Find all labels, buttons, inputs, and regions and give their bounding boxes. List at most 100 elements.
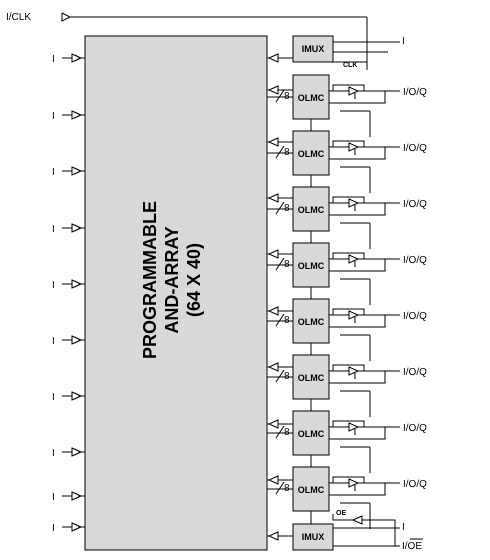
olmc-block <box>292 298 330 344</box>
bus-slash <box>275 369 285 383</box>
left-input-label: I <box>52 111 55 122</box>
output-buffer-icon <box>348 366 360 376</box>
bus-width-label: 8 <box>284 371 290 382</box>
pin-feedback-wire <box>329 427 386 440</box>
bus-slash <box>275 201 285 215</box>
feedback-buffer-icon <box>267 53 279 63</box>
buffer-tick-icon <box>74 392 81 400</box>
clk-label: CLK <box>343 62 357 69</box>
array-title-line2: AND-ARRAY <box>162 226 182 333</box>
io-pin-label: I/O/Q <box>403 255 427 266</box>
output-buffer-icon <box>348 86 360 96</box>
and-array-block <box>84 35 268 551</box>
output-buffer-icon <box>348 478 360 488</box>
bus-width-label: 8 <box>284 91 290 102</box>
left-input-label: I <box>52 167 55 178</box>
bus-width-label: 8 <box>284 315 290 326</box>
olmc-label: OLMC <box>298 429 325 439</box>
feedback-buffer-icon <box>267 85 279 95</box>
olmc-label: OLMC <box>298 261 325 271</box>
oe-loop-wire <box>332 84 365 91</box>
feedback-buffer-icon <box>267 475 279 485</box>
buffer-tick-icon <box>74 167 81 175</box>
oe-to-olmc-wire <box>332 514 353 521</box>
buffer-tick-icon <box>74 224 81 232</box>
bus-width-label: 8 <box>284 147 290 158</box>
and-array-title: PROGRAMMABLE AND-ARRAY (64 X 40) <box>140 201 204 359</box>
output-buffer-icon <box>348 422 360 432</box>
clock-input-label: I/CLK <box>6 12 31 23</box>
olmc-block <box>292 466 330 512</box>
clk-out-wire <box>333 61 368 70</box>
feedback-buffer-icon <box>267 249 279 259</box>
oe-loop-wire <box>332 308 365 315</box>
io-pin-label: I/O/Q <box>403 423 427 434</box>
left-input-label: I <box>52 448 55 459</box>
imux-bottom-input-label: I <box>402 522 405 533</box>
buffer-tick-icon <box>74 111 81 119</box>
pin-feedback-wire <box>329 259 386 272</box>
oe-loop-wire <box>332 364 365 371</box>
pin-feedback-wire <box>329 203 386 216</box>
buffer-tick-icon <box>74 523 81 531</box>
oe-loop-wire <box>332 252 365 259</box>
output-buffer-icon <box>348 254 360 264</box>
wiring <box>62 16 400 547</box>
bus-slash <box>275 313 285 327</box>
oe-loop-wire <box>332 420 365 427</box>
olmc-label: OLMC <box>298 317 325 327</box>
buffer-tick-icon <box>74 448 81 456</box>
oe-buffer-icon <box>351 515 363 525</box>
feedback-buffer-icon <box>267 137 279 147</box>
buffer-tick-icon <box>74 336 81 344</box>
array-title-line1: PROGRAMMABLE <box>140 201 160 359</box>
io-pin-label: I/O/Q <box>403 367 427 378</box>
olmc-block <box>292 410 330 456</box>
io-pin-label: I/O/Q <box>403 143 427 154</box>
imux-bottom-block <box>292 523 334 551</box>
pin-feedback-wire <box>329 483 386 496</box>
feedback-buffer-icon <box>267 193 279 203</box>
pin-feedback-wire <box>329 147 386 160</box>
feedback-buffer-icon <box>267 306 279 316</box>
left-input-label: I <box>52 523 55 534</box>
bus-width-label: 8 <box>284 203 290 214</box>
left-input-label: I <box>52 54 55 65</box>
oe-loop-wire <box>332 140 365 147</box>
io-pin-label: I/O/Q <box>403 479 427 490</box>
buffer-tick-icon <box>74 54 81 62</box>
oe-pin-label: I/OE <box>402 541 422 552</box>
bus-slash <box>275 145 285 159</box>
left-input-label: I <box>52 224 55 235</box>
bus-slash <box>275 425 285 439</box>
olmc-block <box>292 74 330 120</box>
olmc-block <box>292 186 330 232</box>
output-buffer-icon <box>348 142 360 152</box>
olmc-label: OLMC <box>298 373 325 383</box>
left-input-label: I <box>52 492 55 503</box>
buffer-tick-icon <box>74 492 81 500</box>
output-buffer-icon <box>348 198 360 208</box>
left-input-label: I <box>52 280 55 291</box>
olmc-block <box>292 354 330 400</box>
feedback-buffer-icon <box>267 419 279 429</box>
bus-slash <box>275 257 285 271</box>
imux-top-label: IMUX <box>302 44 325 54</box>
olmc-block <box>292 242 330 288</box>
oe-label: OE <box>336 510 346 517</box>
clock-input-arrow-icon <box>61 12 72 22</box>
olmc-label: OLMC <box>298 205 325 215</box>
io-pin-label: I/O/Q <box>403 199 427 210</box>
bus-slash <box>275 89 285 103</box>
bus-slash <box>275 481 285 495</box>
oe-loop-wire <box>332 196 365 203</box>
pin-feedback-wire <box>329 371 386 384</box>
olmc-label: OLMC <box>298 93 325 103</box>
array-title-line3: (64 X 40) <box>184 243 204 317</box>
output-buffer-icon <box>348 310 360 320</box>
feedback-buffer-icon <box>267 531 279 541</box>
io-pin-label: I/O/Q <box>403 87 427 98</box>
bus-width-label: 8 <box>284 483 290 494</box>
imux-bottom-label: IMUX <box>302 532 325 542</box>
